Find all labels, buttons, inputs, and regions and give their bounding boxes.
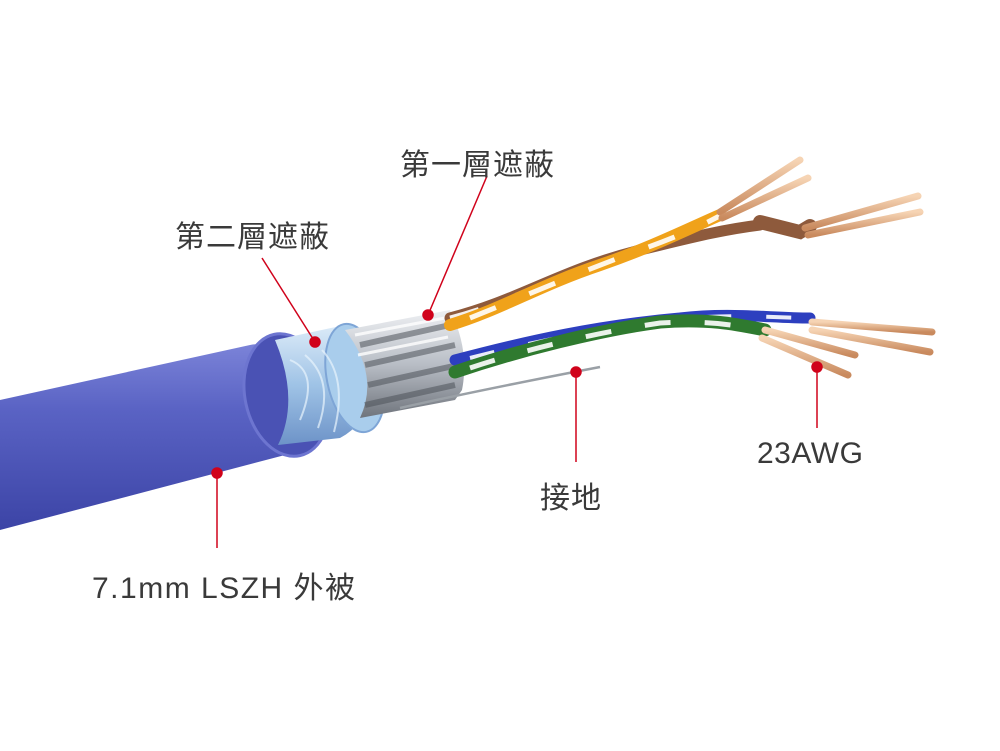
copper-conductors — [716, 156, 936, 379]
label-ground: 接地 — [540, 482, 602, 515]
callout-line-shield1 — [427, 175, 488, 316]
callout-dot-shield1 — [422, 309, 434, 321]
callout-dot-shield2 — [309, 336, 321, 348]
label-first-shield: 第一層遮蔽 — [400, 149, 555, 182]
label-second-shield: 第二層遮蔽 — [175, 221, 330, 254]
first-shield-foil — [345, 310, 465, 418]
upper-twisted-pairs — [444, 209, 817, 331]
label-outer-jacket: 7.1mm LSZH 外被 — [92, 572, 357, 605]
lower-twisted-pairs — [448, 309, 816, 379]
callout-markers — [211, 175, 823, 548]
callout-dot-jacket — [211, 467, 223, 479]
callout-line-shield2 — [261, 257, 316, 343]
label-wire-gauge: 23AWG — [757, 437, 864, 470]
callout-dot-ground — [570, 366, 582, 378]
callout-dot-awg — [811, 361, 823, 373]
